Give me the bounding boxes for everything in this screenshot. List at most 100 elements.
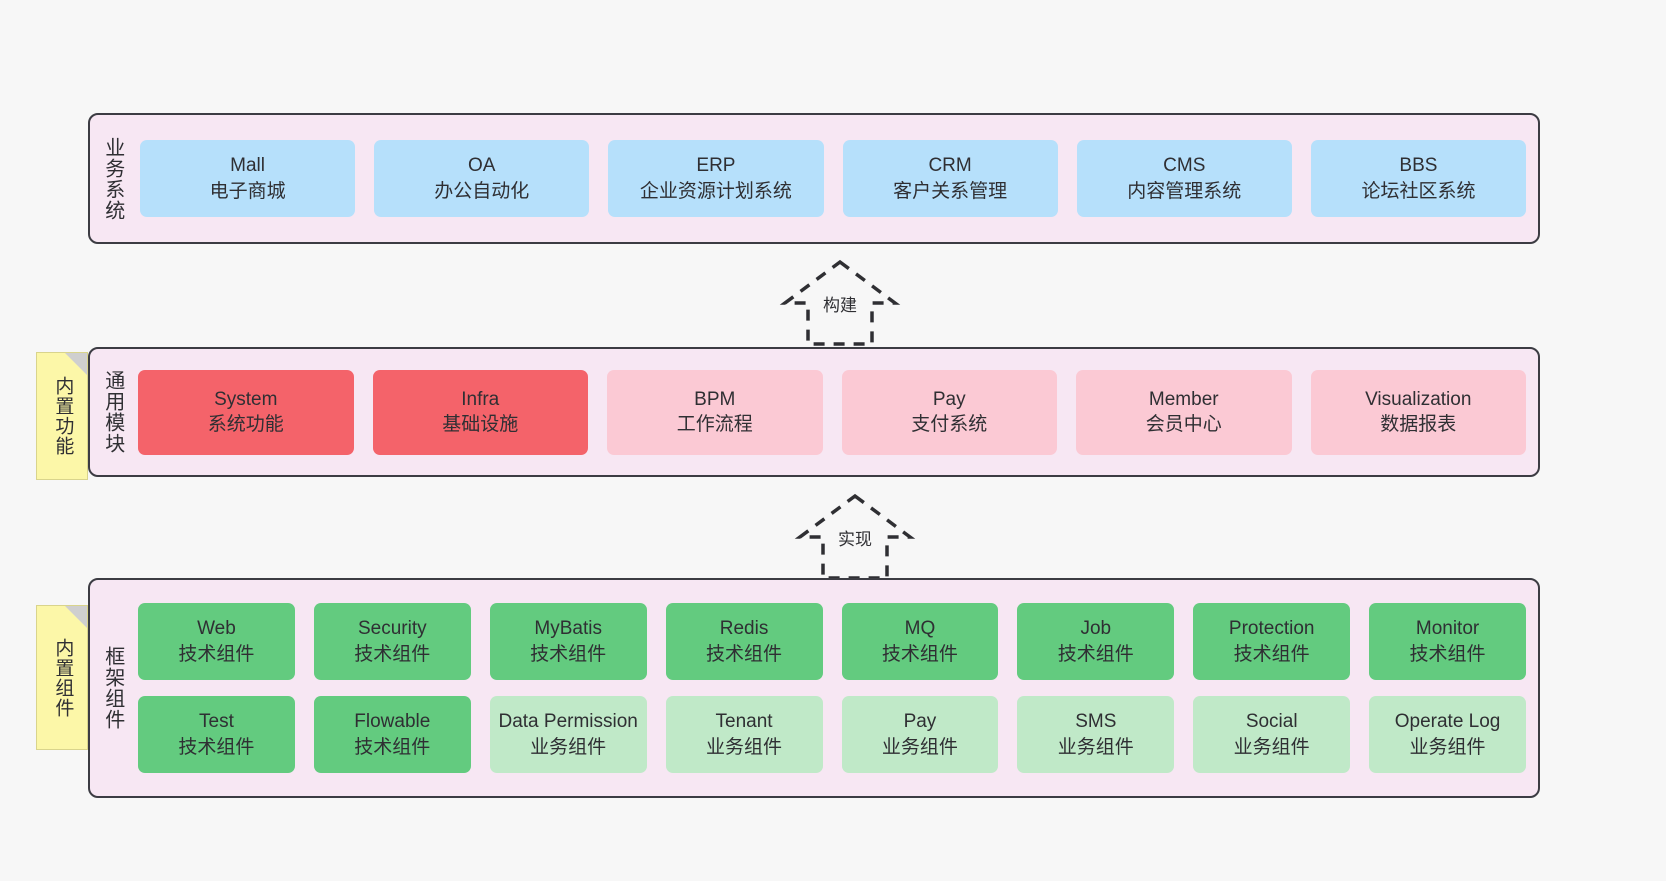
card-title: BBS <box>1399 155 1438 177</box>
card-title: ERP <box>696 155 736 177</box>
card-mall[interactable]: Mall 电子商城 <box>140 140 356 217</box>
card-subtitle: 技术组件 <box>881 643 958 665</box>
card-subtitle: 电子商城 <box>209 180 286 202</box>
card-tenant[interactable]: Tenant 业务组件 <box>665 696 823 773</box>
card-subtitle: 业务组件 <box>1233 736 1310 758</box>
card-title: BPM <box>694 388 736 410</box>
card-title: Protection <box>1228 618 1315 640</box>
card-operate-log[interactable]: Operate Log 业务组件 <box>1369 696 1526 773</box>
card-data-permission[interactable]: Data Permission 业务组件 <box>489 696 647 773</box>
card-title: Tenant <box>715 711 773 733</box>
card-subtitle: 技术组件 <box>354 736 431 758</box>
card-row: Mall 电子商城 OA 办公自动化 ERP 企业资源计划系统 CRM 客户关系… <box>140 140 1527 217</box>
card-title: MyBatis <box>534 618 602 640</box>
card-mq[interactable]: MQ 技术组件 <box>841 603 999 680</box>
card-infra[interactable]: Infra 基础设施 <box>372 369 588 455</box>
generalization-arrow-icon <box>779 259 901 346</box>
connector-label-build: 构建 <box>823 296 857 315</box>
card-web[interactable]: Web 技术组件 <box>138 603 295 680</box>
layer-title-common: 通用模块 <box>101 370 124 454</box>
card-title: System <box>214 388 278 410</box>
card-title: OA <box>468 155 496 177</box>
note-text: 内置组件 <box>52 637 74 718</box>
card-subtitle: 数据报表 <box>1380 414 1457 435</box>
layer-framework-component[interactable]: 框架组件 Web 技术组件 Security 技术组件 MyBatis 技术组件… <box>88 578 1540 798</box>
card-title: Test <box>199 711 234 733</box>
connector-implement: 实现 <box>775 492 935 582</box>
note-text: 内置功能 <box>52 376 74 456</box>
card-redis[interactable]: Redis 技术组件 <box>665 603 823 680</box>
card-title: CRM <box>928 155 972 177</box>
card-subtitle: 技术组件 <box>178 736 255 758</box>
layer-body-business: Mall 电子商城 OA 办公自动化 ERP 企业资源计划系统 CRM 客户关系… <box>134 115 1538 242</box>
card-row: System 系统功能 Infra 基础设施 BPM 工作流程 Pay 支付系统… <box>138 369 1526 455</box>
card-pay[interactable]: Pay 支付系统 <box>841 369 1057 455</box>
card-security[interactable]: Security 技术组件 <box>313 603 471 680</box>
layer-business-system[interactable]: 业务系统 Mall 电子商城 OA 办公自动化 ERP 企业资源计划系统 CRM… <box>88 113 1540 244</box>
card-title: Web <box>197 618 236 640</box>
card-monitor[interactable]: Monitor 技术组件 <box>1369 603 1526 680</box>
card-subtitle: 业务组件 <box>530 736 607 758</box>
layer-body-common: System 系统功能 Infra 基础设施 BPM 工作流程 Pay 支付系统… <box>134 349 1538 475</box>
layer-body-frame: Web 技术组件 Security 技术组件 MyBatis 技术组件 Redi… <box>134 580 1538 796</box>
connector-build: 构建 <box>760 258 920 348</box>
card-social[interactable]: Social 业务组件 <box>1193 696 1351 773</box>
card-cms[interactable]: CMS 内容管理系统 <box>1076 140 1292 217</box>
layer-common-module[interactable]: 通用模块 System 系统功能 Infra 基础设施 BPM 工作流程 Pay… <box>88 347 1540 477</box>
card-title: Security <box>357 618 427 640</box>
card-system[interactable]: System 系统功能 <box>138 369 354 455</box>
card-title: Infra <box>461 388 500 410</box>
card-subtitle: 基础设施 <box>442 414 519 435</box>
card-title: Pay <box>903 711 937 733</box>
card-title: MQ <box>904 618 936 640</box>
card-row-business: Test 技术组件 Flowable 技术组件 Data Permission … <box>138 696 1526 773</box>
card-title: Pay <box>932 388 966 410</box>
card-subtitle: 技术组件 <box>1409 643 1486 665</box>
card-job[interactable]: Job 技术组件 <box>1017 603 1175 680</box>
card-title: Flowable <box>354 711 431 733</box>
card-title: Operate Log <box>1394 711 1501 733</box>
card-title: Job <box>1080 618 1112 640</box>
card-subtitle: 办公自动化 <box>434 180 530 202</box>
card-subtitle: 业务组件 <box>706 736 783 758</box>
card-subtitle: 会员中心 <box>1145 414 1222 435</box>
card-subtitle: 技术组件 <box>1233 643 1310 665</box>
card-row-tech: Web 技术组件 Security 技术组件 MyBatis 技术组件 Redi… <box>138 603 1526 680</box>
note-builtin-component[interactable]: 内置组件 <box>36 605 88 750</box>
card-subtitle: 内容管理系统 <box>1127 180 1242 202</box>
card-title: Social <box>1245 711 1298 733</box>
connector-label-implement: 实现 <box>838 530 872 549</box>
card-pay-business[interactable]: Pay 业务组件 <box>841 696 999 773</box>
card-subtitle: 论坛社区系统 <box>1361 180 1476 202</box>
card-subtitle: 技术组件 <box>178 643 255 665</box>
card-mybatis[interactable]: MyBatis 技术组件 <box>489 603 647 680</box>
layer-title-business: 业务系统 <box>101 136 124 221</box>
card-title: Data Permission <box>498 711 638 733</box>
card-title: Visualization <box>1365 388 1472 410</box>
card-subtitle: 业务组件 <box>1409 736 1486 758</box>
card-member[interactable]: Member 会员中心 <box>1076 369 1292 455</box>
card-crm[interactable]: CRM 客户关系管理 <box>842 140 1058 217</box>
card-subtitle: 客户关系管理 <box>893 180 1008 202</box>
note-builtin-function[interactable]: 内置功能 <box>36 352 88 480</box>
card-flowable[interactable]: Flowable 技术组件 <box>313 696 471 773</box>
card-title: CMS <box>1163 155 1206 177</box>
card-bbs[interactable]: BBS 论坛社区系统 <box>1310 140 1527 217</box>
card-visualization[interactable]: Visualization 数据报表 <box>1310 369 1526 455</box>
card-erp[interactable]: ERP 企业资源计划系统 <box>608 140 824 217</box>
card-subtitle: 企业资源计划系统 <box>639 180 792 202</box>
card-subtitle: 支付系统 <box>911 414 988 435</box>
card-test[interactable]: Test 技术组件 <box>138 696 295 773</box>
card-subtitle: 技术组件 <box>530 643 607 665</box>
card-title: Mall <box>230 155 265 177</box>
card-sms[interactable]: SMS 业务组件 <box>1017 696 1175 773</box>
card-subtitle: 技术组件 <box>1057 643 1134 665</box>
card-title: Redis <box>719 618 769 640</box>
card-oa[interactable]: OA 办公自动化 <box>374 140 590 217</box>
card-protection[interactable]: Protection 技术组件 <box>1193 603 1351 680</box>
layer-title-frame: 框架组件 <box>101 646 124 730</box>
card-bpm[interactable]: BPM 工作流程 <box>607 369 823 455</box>
card-subtitle: 技术组件 <box>706 643 783 665</box>
card-subtitle: 技术组件 <box>354 643 431 665</box>
